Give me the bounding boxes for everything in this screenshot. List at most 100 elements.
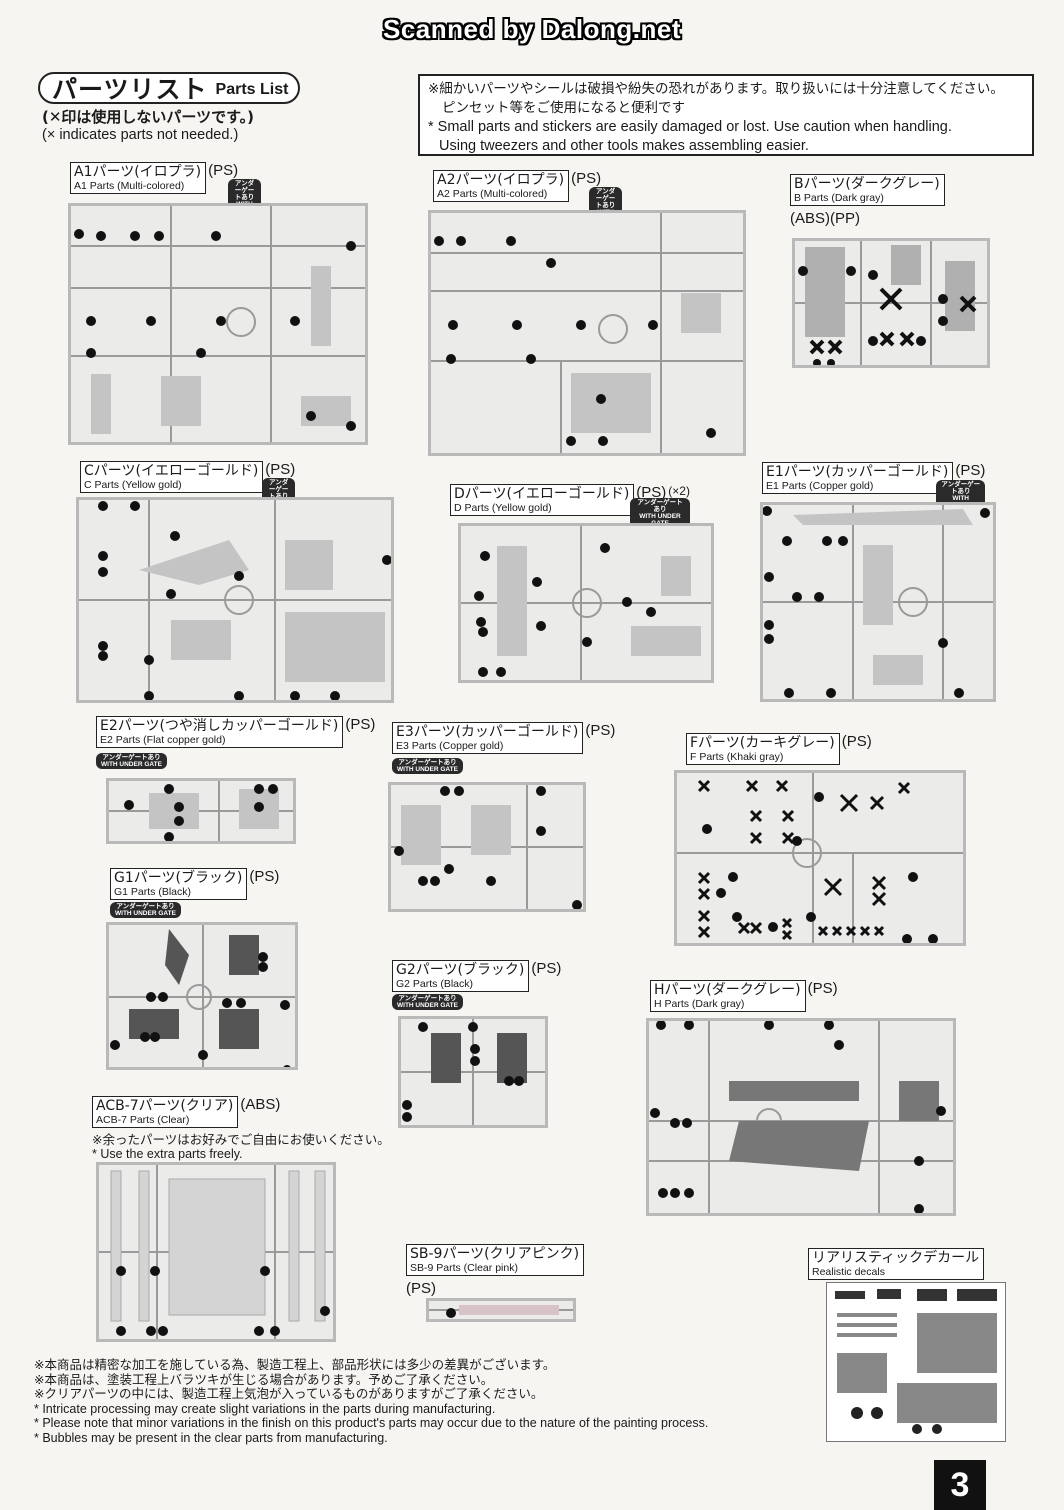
label-e1-jp: E1パーツ(カッパーゴールド) — [766, 464, 949, 480]
label-e1-en: E1 Parts (Copper gold) — [766, 480, 874, 492]
label-sb9: SB-9パーツ(クリアピンク)SB-9 Parts (Clear pink) (… — [406, 1244, 585, 1297]
acb7-note-jp: ※余ったパーツはお好みでご自由にお使いください。 — [92, 1132, 390, 1147]
footer-jp-1: ※本商品は精密な加工を施している為、製造工程上、部品形状には多少の差異がございま… — [34, 1357, 556, 1372]
label-sb9-jp: SB-9パーツ(クリアピンク) — [410, 1246, 580, 1262]
gate-jp: アンダーゲートあり — [941, 481, 981, 495]
label-c-jp: Cパーツ(イエローゴールド) — [84, 463, 259, 479]
caution-jp-1: ※細かいパーツやシールは破損や紛失の恐れがあります。取り扱いには十分注意してくだ… — [428, 81, 1004, 97]
runner-e2 — [106, 778, 296, 844]
gate-en: WITH UNDER GATE — [115, 910, 176, 917]
label-e3-en: E3 Parts (Copper gold) — [396, 740, 504, 752]
label-decal-jp: リアリスティックデカール — [812, 1250, 980, 1266]
label-b-en: B Parts (Dark gray) — [794, 192, 884, 204]
label-d-qty: (×2) — [668, 484, 690, 498]
label-e2: E2パーツ(つや消しカッパーゴールド)E2 Parts (Flat copper… — [96, 716, 376, 769]
label-g2-mat: (PS) — [531, 960, 562, 977]
runner-e3 — [388, 782, 586, 912]
label-g1-mat: (PS) — [249, 868, 280, 885]
unneeded-note-jp: (✕印は使用しないパーツです。) — [42, 108, 254, 126]
gate-jp: アンダーゲートあり — [116, 903, 175, 910]
footer-en-3: * Bubbles may be present in the clear pa… — [34, 1430, 388, 1445]
label-acb7-en: ACB-7 Parts (Clear) — [96, 1114, 190, 1126]
label-g2-en: G2 Parts (Black) — [396, 978, 474, 990]
label-a1: A1パーツ(イロプラ)A1 Parts (Multi-colored)(PS) … — [70, 162, 262, 223]
label-b-jp: Bパーツ(ダークグレー) — [794, 176, 940, 192]
label-e2-mat: (PS) — [345, 716, 376, 733]
label-e3-jp: E3パーツ(カッパーゴールド) — [396, 724, 579, 740]
gate-jp: アンダーゲートあり — [637, 499, 683, 513]
runner-f — [674, 770, 966, 946]
label-d-en: D Parts (Yellow gold) — [454, 502, 552, 514]
gate-jp: アンダーゲートあり — [234, 180, 255, 201]
label-g1-jp: G1パーツ(ブラック) — [114, 870, 243, 886]
label-b-mat: (ABS)(PP) — [790, 210, 861, 227]
label-acb7-jp: ACB-7パーツ(クリア) — [96, 1098, 234, 1114]
title-en: Parts List — [215, 81, 289, 98]
label-a1-en: A1 Parts (Multi-colored) — [74, 180, 185, 192]
label-h-jp: Hパーツ(ダークグレー) — [654, 982, 801, 998]
label-b: Bパーツ(ダークグレー)B Parts (Dark gray) (ABS)(PP… — [790, 174, 945, 227]
label-a2: A2パーツ(イロプラ)A2 Parts (Multi-colored)(PS) … — [433, 170, 623, 231]
gate-en: WITH UNDER GATE — [397, 1002, 458, 1009]
watermark: Scanned by Dalong.net — [383, 14, 681, 44]
caution-en-1: * Small parts and stickers are easily da… — [428, 119, 952, 135]
label-e2-jp: E2パーツ(つや消しカッパーゴールド) — [100, 718, 339, 734]
label-a2-en: A2 Parts (Multi-colored) — [437, 188, 548, 200]
runner-b — [792, 238, 990, 368]
gate-jp: アンダーゲートあり — [398, 759, 457, 766]
label-a1-jp: A1パーツ(イロプラ) — [74, 164, 202, 180]
runner-e1 — [760, 502, 996, 702]
footer-notes: ※本商品は精密な加工を施している為、製造工程上、部品形状には多少の差異がございま… — [34, 1357, 794, 1445]
label-e1: E1パーツ(カッパーゴールド)E1 Parts (Copper gold) (PS… — [762, 462, 986, 517]
runner-c — [76, 497, 394, 703]
label-f: Fパーツ(カーキグレー)F Parts (Khaki gray)(PS) — [686, 733, 872, 765]
page-title: パーツリスト Parts List — [38, 72, 300, 104]
label-e3: E3パーツ(カッパーゴールド)E3 Parts (Copper gold)(PS… — [392, 722, 615, 774]
page-number: 3 — [934, 1460, 986, 1510]
runner-d — [458, 523, 714, 683]
label-a1-mat: (PS) — [208, 162, 239, 179]
label-sb9-en: SB-9 Parts (Clear pink) — [410, 1262, 518, 1274]
gate-jp: アンダーゲートあり — [595, 188, 616, 209]
label-f-en: F Parts (Khaki gray) — [690, 751, 784, 763]
runner-sb9 — [426, 1298, 576, 1322]
label-decal-en: Realistic decals — [812, 1266, 885, 1278]
footer-en-1: * Intricate processing may create slight… — [34, 1401, 496, 1416]
label-h-mat: (PS) — [807, 980, 838, 997]
label-h: Hパーツ(ダークグレー)H Parts (Dark gray) (PS) — [650, 980, 838, 1012]
label-acb7-mat: (ABS) — [240, 1096, 281, 1113]
runner-g1 — [106, 922, 298, 1070]
title-jp: パーツリスト — [52, 75, 208, 104]
gate-jp: アンダーゲートあり — [268, 479, 289, 500]
runner-acb7 — [96, 1162, 336, 1342]
caution-box: ※細かいパーツやシールは破損や紛失の恐れがあります。取り扱いには十分注意してくだ… — [418, 74, 1034, 156]
label-c-mat: (PS) — [265, 461, 296, 478]
label-d: Dパーツ(イエローゴールド)D Parts (Yellow gold)(PS)(… — [450, 484, 690, 528]
gate-en: WITH UNDER GATE — [101, 761, 162, 768]
label-d-mat: (PS) — [636, 484, 667, 501]
footer-jp-3: ※クリアパーツの中には、製造工程上気泡が入っているものがありますがご了承ください… — [34, 1386, 544, 1401]
footer-jp-2: ※本商品は、塗装工程上バラツキが生じる場合があります。予めご了承ください。 — [34, 1371, 494, 1387]
label-e2-en: E2 Parts (Flat copper gold) — [100, 734, 226, 746]
runner-a2 — [428, 210, 746, 456]
label-acb7: ACB-7パーツ(クリア)ACB-7 Parts (Clear) (ABS) ※余… — [92, 1096, 390, 1162]
label-g1-en: G1 Parts (Black) — [114, 886, 192, 898]
runner-g2 — [398, 1016, 548, 1128]
label-e1-mat: (PS) — [955, 462, 986, 479]
caution-jp-2: ピンセット等をご使用になると便利です — [442, 100, 685, 116]
gate-jp: アンダーゲートあり — [102, 754, 161, 761]
gate-jp: アンダーゲートあり — [398, 995, 457, 1002]
label-sb9-mat: (PS) — [406, 1280, 436, 1297]
label-f-mat: (PS) — [841, 733, 872, 750]
gate-en: WITH UNDER GATE — [397, 766, 458, 773]
label-h-en: H Parts (Dark gray) — [654, 998, 745, 1010]
label-a2-jp: A2パーツ(イロプラ) — [437, 172, 565, 188]
caution-en-2: Using tweezers and other tools makes ass… — [439, 138, 809, 154]
label-c-en: C Parts (Yellow gold) — [84, 479, 182, 491]
decal-sheet — [826, 1282, 1006, 1442]
